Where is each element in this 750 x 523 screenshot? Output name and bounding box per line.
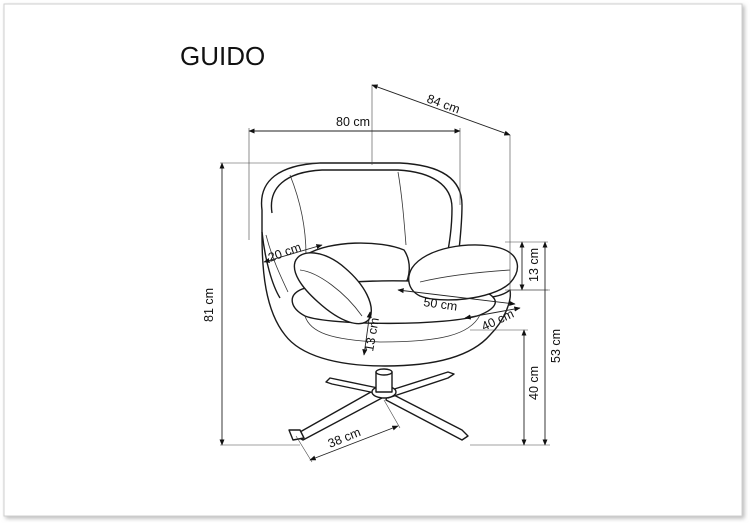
dim-cushion-label: 13 cm xyxy=(362,317,382,353)
dim-width-label: 80 cm xyxy=(336,115,370,129)
dim-seat-width-label: 50 cm xyxy=(423,295,459,314)
dim-height-label: 81 cm xyxy=(202,288,216,322)
product-title: GUIDO xyxy=(180,41,265,71)
dim-seat-height-label: 40 cm xyxy=(527,366,541,400)
dim-arm-label: 13 cm xyxy=(527,248,541,282)
dim-arm-total-label: 53 cm xyxy=(549,329,563,363)
